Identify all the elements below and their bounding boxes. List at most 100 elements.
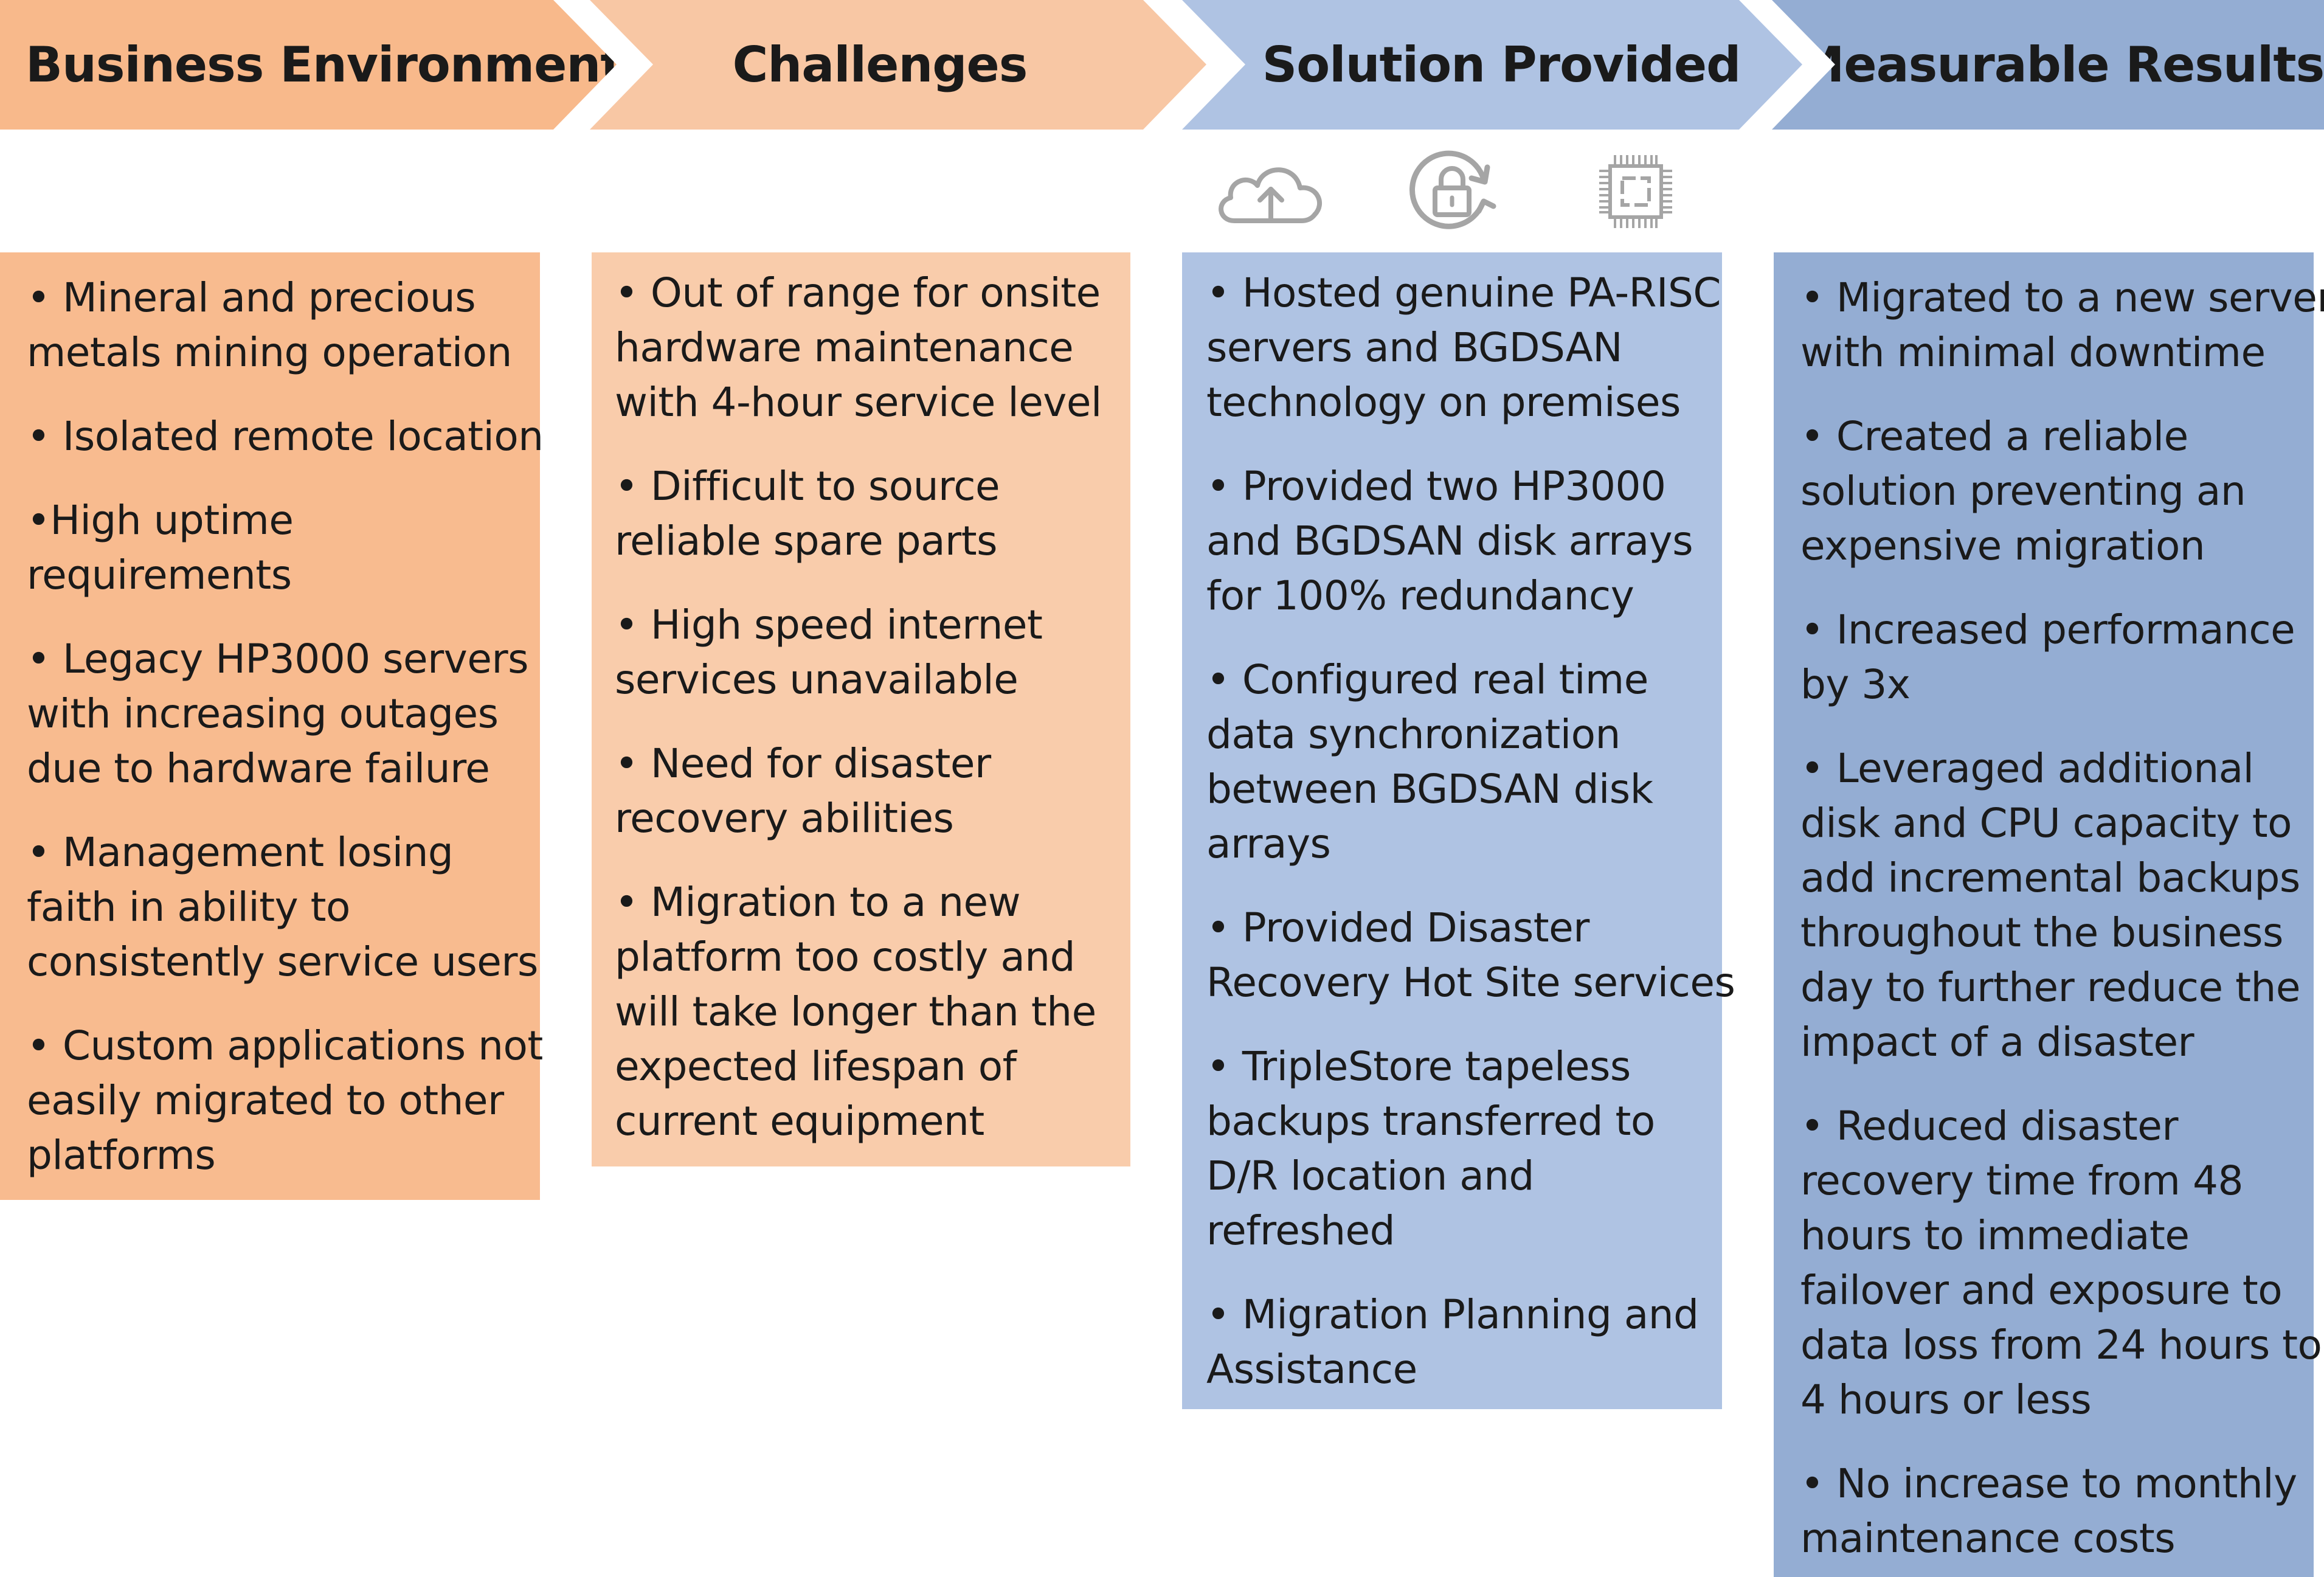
bullet-line: day to further reduce the — [1800, 964, 2300, 1011]
bullet-line: • TripleStore tapeless — [1206, 1043, 1631, 1090]
stage-title: Challenges — [732, 36, 1028, 93]
bullet-item: • Provided two HP3000 and BGDSAN disk arr… — [1206, 459, 1722, 623]
bullet-line: data synchronization — [1206, 711, 1620, 758]
bullet-line: failover and exposure to — [1800, 1267, 2283, 1314]
bullet-item: • Out of range for onsite hardware mainte… — [615, 266, 1130, 430]
bullet-line: expensive migration — [1800, 522, 2205, 569]
bullet-item: • Increased performance by 3x — [1800, 603, 2314, 712]
bullet-line: • Migrated to a new server — [1800, 274, 2324, 321]
bullet-line: • High speed internet — [615, 601, 1043, 648]
bullet-line: • Legacy HP3000 servers — [27, 636, 528, 682]
lock-refresh-icon — [1392, 143, 1514, 240]
bullet-line: backups transferred to — [1206, 1098, 1655, 1145]
bullet-line: for 100% redundancy — [1206, 572, 1634, 619]
bullet-line: • Difficult to source — [615, 463, 1000, 510]
bullet-line: • Hosted genuine PA-RISC — [1206, 269, 1721, 316]
bullet-line: by 3x — [1800, 661, 1911, 708]
bullet-line: servers and BGDSAN — [1206, 324, 1623, 371]
stage-title: Measurable Results — [1796, 36, 2324, 93]
bullet-line: technology on premises — [1206, 379, 1681, 426]
bullet-item: • TripleStore tapeless backups transferre… — [1206, 1039, 1722, 1258]
bullet-list: • Hosted genuine PA-RISC servers and BGDS… — [1206, 266, 1735, 1397]
cpu-chip-icon — [1575, 143, 1696, 240]
bullet-item: • Mineral and precious metals mining oper… — [27, 271, 540, 380]
bullet-list: • Out of range for onsite hardware mainte… — [615, 266, 1130, 1149]
bullet-line: current equipment — [615, 1098, 984, 1145]
bullet-line: hardware maintenance — [615, 324, 1074, 371]
bullet-line: • Reduced disaster — [1800, 1103, 2178, 1149]
business-environment-box: • Mineral and precious metals mining oper… — [0, 252, 544, 1200]
bullet-line: • Isolated remote location — [27, 413, 544, 460]
bullet-item: • Legacy HP3000 servers with increasing o… — [27, 632, 540, 796]
bullet-item: • Leveraged additional disk and CPU capac… — [1800, 741, 2314, 1070]
bullet-line: with minimal downtime — [1800, 329, 2266, 376]
bullet-line: easily migrated to other — [27, 1077, 504, 1124]
cloud-upload-icon — [1210, 143, 1332, 240]
stage-header-solution-provided: Solution Provided — [1182, 0, 1802, 130]
bullet-item: •High uptime requirements — [27, 493, 540, 603]
bullet-line: refreshed — [1206, 1207, 1395, 1254]
bullet-line: with increasing outages — [27, 690, 499, 737]
measurable-results-box: • Migrated to a new server with minimal d… — [1774, 252, 2324, 1577]
bullet-line: recovery time from 48 — [1800, 1157, 2243, 1204]
bullet-line: hours to immediate — [1800, 1212, 2190, 1259]
bullet-line: maintenance costs — [1800, 1515, 2176, 1562]
challenges-box: • Out of range for onsite hardware mainte… — [592, 252, 1130, 1166]
bullet-list: • Mineral and precious metals mining oper… — [27, 271, 544, 1183]
bullet-line: due to hardware failure — [27, 745, 490, 792]
bullet-line: recovery abilities — [615, 795, 954, 842]
bullet-line: consistently service users — [27, 938, 538, 985]
bullet-line: Recovery Hot Site services — [1206, 959, 1735, 1006]
bullet-item: • Isolated remote location — [27, 409, 544, 464]
bullet-line: and BGDSAN disk arrays — [1206, 518, 1693, 564]
bullet-line: with 4-hour service level — [615, 379, 1102, 426]
bullet-line: • Mineral and precious — [27, 274, 476, 321]
bullet-line: expected lifespan of — [615, 1043, 1017, 1090]
bullet-line: throughout the business — [1800, 909, 2283, 956]
bullet-item: • Custom applications not easily migrated… — [27, 1019, 543, 1183]
bullet-line: requirements — [27, 552, 292, 598]
bullet-line: • Provided Disaster — [1206, 904, 1589, 951]
bullet-line: services unavailable — [615, 656, 1018, 703]
bullet-line: platform too costly and — [615, 934, 1076, 980]
bullet-item: • Hosted genuine PA-RISC servers and BGDS… — [1206, 266, 1722, 430]
bullet-line: • Management losing — [27, 829, 454, 876]
bullet-item: • Difficult to source reliable spare part… — [615, 459, 1130, 569]
bullet-line: • Increased performance — [1800, 606, 2295, 653]
bullet-line: • Out of range for onsite — [615, 269, 1101, 316]
stage-header-measurable-results: Measurable Results — [1772, 0, 2324, 130]
bullet-line: • Leveraged additional — [1800, 745, 2254, 792]
solution-provided-box: • Hosted genuine PA-RISC servers and BGDS… — [1182, 252, 1735, 1409]
stage-header-business-environment: Business Environment — [0, 0, 617, 130]
bullet-line: • Custom applications not — [27, 1022, 543, 1069]
bullet-line: • No increase to monthly — [1800, 1460, 2297, 1507]
bullet-item: • High speed internet services unavailabl… — [615, 598, 1130, 707]
bullet-item: • Reduced disaster recovery time from 48 h… — [1800, 1099, 2322, 1427]
bullet-line: platforms — [27, 1132, 216, 1179]
bullet-line: •High uptime — [27, 497, 294, 544]
bullet-line: • Provided two HP3000 — [1206, 463, 1666, 510]
bullet-line: • Configured real time — [1206, 656, 1648, 703]
bullet-item: • Management losing faith in ability to co… — [27, 825, 540, 990]
bullet-line: between BGDSAN disk — [1206, 766, 1653, 813]
bullet-line: add incremental backups — [1800, 854, 2300, 901]
bullet-line: arrays — [1206, 820, 1331, 867]
bullet-line: faith in ability to — [27, 884, 350, 931]
bullet-line: will take longer than the — [615, 988, 1096, 1035]
bullet-line: 4 hours or less — [1800, 1376, 2092, 1423]
bullet-line: Assistance — [1206, 1346, 1417, 1393]
bullet-line: • Created a reliable — [1800, 413, 2188, 460]
bullet-item: • Migrated to a new server with minimal d… — [1800, 271, 2324, 380]
bullet-line: data loss from 24 hours to — [1800, 1322, 2322, 1368]
bullet-line: disk and CPU capacity to — [1800, 800, 2292, 847]
stage-header-challenges: Challenges — [590, 0, 1206, 130]
bullet-item: • No increase to monthly maintenance cost… — [1800, 1457, 2314, 1566]
bullet-line: reliable spare parts — [615, 518, 997, 564]
bullet-line: metals mining operation — [27, 329, 512, 376]
bullet-item: • Configured real time data synchronizati… — [1206, 653, 1722, 872]
bullet-line: D/R location and — [1206, 1152, 1534, 1199]
